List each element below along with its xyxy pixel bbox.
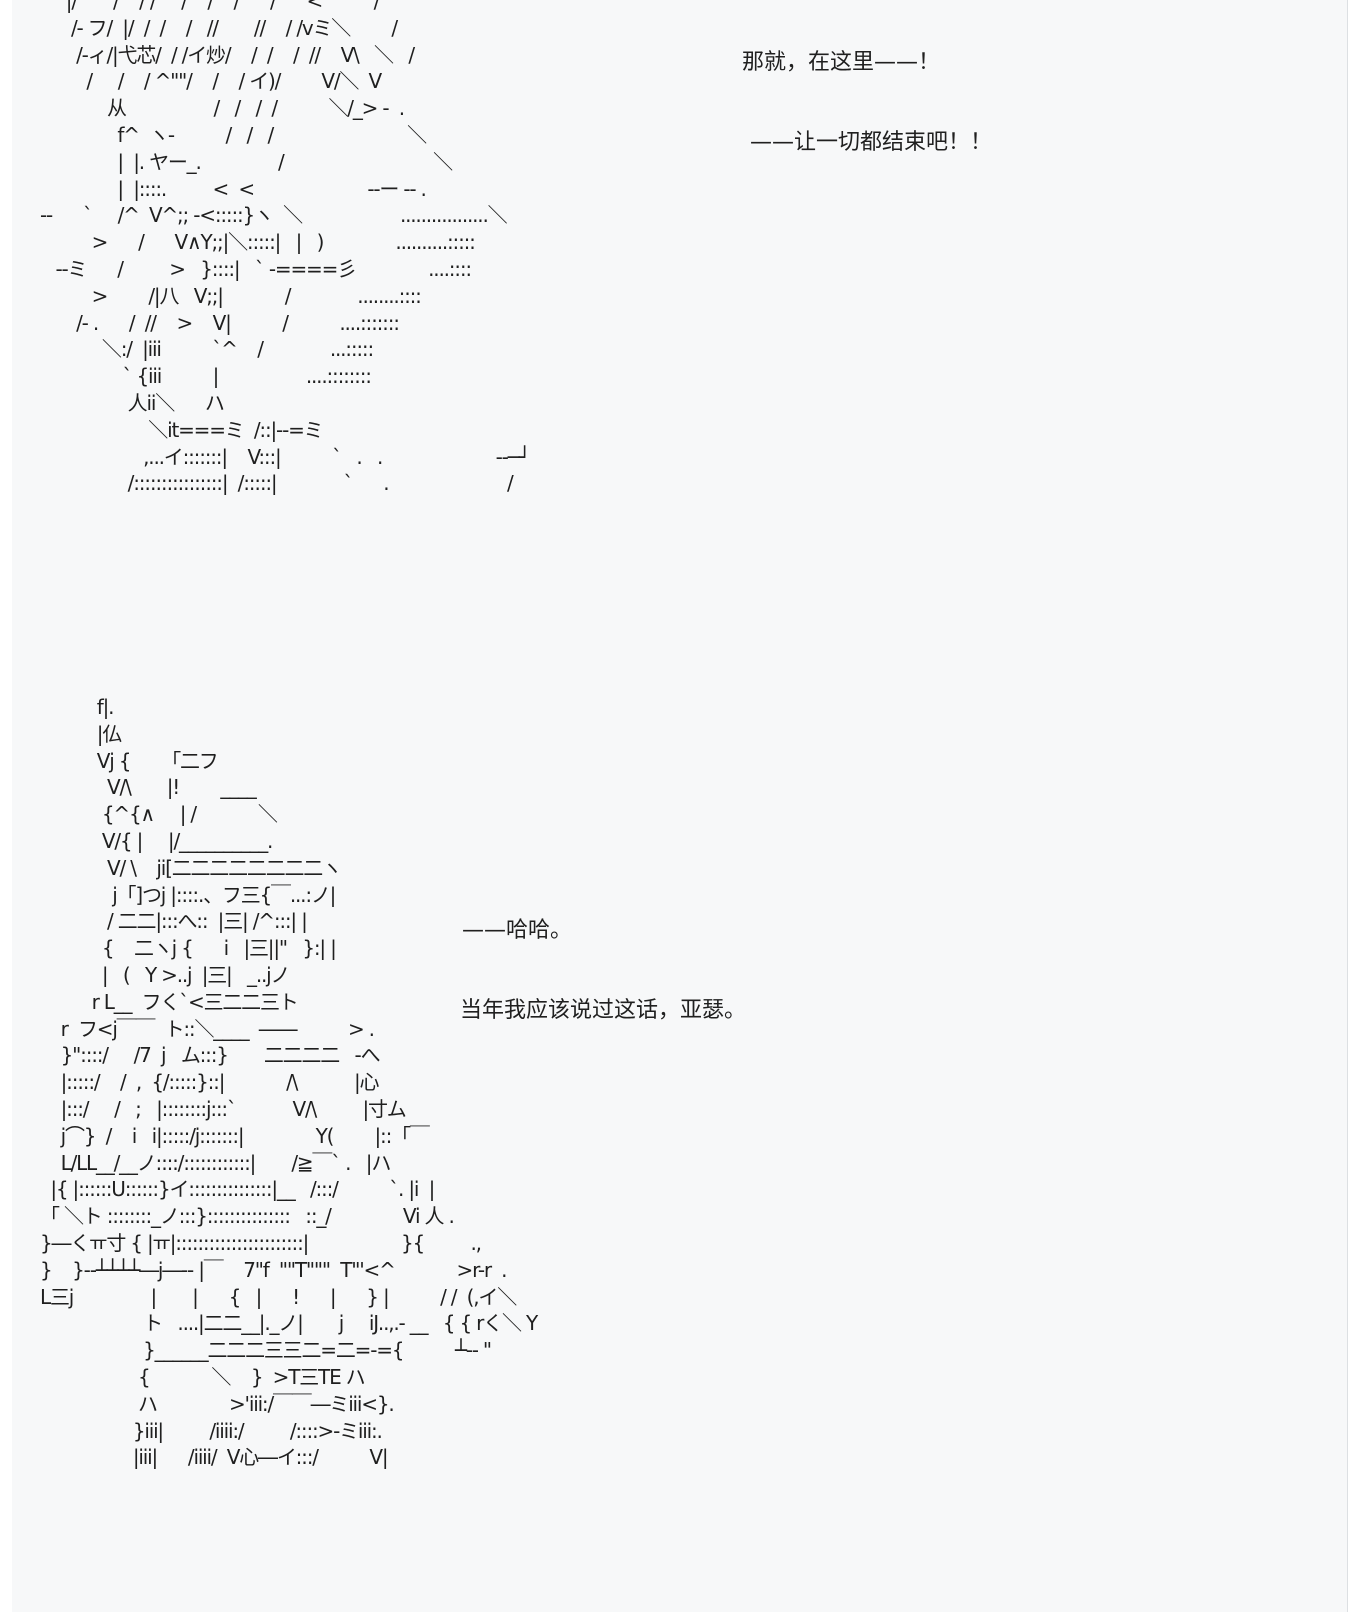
page-canvas: |/ / / / / / / / < / /‐ フ/ |/ / / / // /… (12, 0, 1348, 1612)
page-right-border (1347, 0, 1348, 1612)
ascii-art-line: ト ....|二二__|._ノ| j iJ..,.- __ { { rく＼ Y (40, 1311, 538, 1336)
ascii-art-line: f|. (40, 695, 115, 719)
ascii-art-line: > / V∧Y;;|＼:::::| | ) ..........::::: (40, 230, 476, 255)
ascii-art-line: 「 ＼ト ::::::::_ノ:::}::::::::::::::: ::_/ … (40, 1204, 455, 1229)
ascii-art-line: ,...イ:::::::| V:::| ` . . --─┘ (40, 444, 530, 469)
ascii-art-line: }―くㅠ寸 { |ㅠ|:::::::::::::::::::::::| }{ .… (40, 1230, 482, 1255)
ascii-art-line: |iii| /iiii/ V心―イ:::/ V| (40, 1445, 389, 1470)
ascii-art-scene-2: f|. |仏 Vj { 「二フ V/\ |! ____ {^{∧ | / ＼ V… (40, 694, 538, 1471)
ascii-art-line: V/\ |! ____ (40, 775, 257, 800)
ascii-art-line: ＼it===ミ /::|--=ミ (40, 417, 323, 442)
ascii-art-line: ハ >'iii:/￣￣―ミiii<}. (40, 1391, 395, 1416)
dialogue-line-4: 当年我应该说过这话，亚瑟。 (460, 998, 747, 1023)
ascii-art-line: / 二二|:::へ:: |三| /^:::| | (40, 909, 308, 934)
dialogue-line-2: ——让一切都结束吧！！ (750, 130, 993, 155)
ascii-art-line: / / / ^""/ / / イ)/ V/＼ V (40, 69, 382, 94)
ascii-art-line: | ( Y >..j |三| _..jノ (40, 962, 291, 987)
ascii-art-line: }"::::/ /7 j ム:::} 二二二二 -へ (40, 1043, 381, 1068)
ascii-art-line: /‐ィ/|弋芯/ / /イ炒/ / / / // V\ ＼ / (40, 42, 415, 67)
dialogue-line-1: 那就，在这里——！ (742, 50, 941, 75)
ascii-art-line: { ＼ } >T三TE ハ (40, 1364, 366, 1389)
ascii-art-line: L/LL__/__ノ::::/::::::::::::| /≧￣` . |ハ (40, 1150, 392, 1175)
ascii-art-line: V/ \ ji[二二二二二二二二ヽ (40, 855, 342, 880)
ascii-art-line: | |::::. < < --ー -- . (40, 176, 427, 201)
ascii-art-line: }iii| /iiii:/ /::::>-ミiii:. (40, 1418, 383, 1443)
ascii-art-scene-1: |/ / / / / / / / < / /‐ フ/ |/ / / / // /… (40, 0, 531, 497)
ascii-art-line: r L__ フく`<三二二三ト (40, 989, 299, 1014)
ascii-art-line: { 二ヽj { i |三||" }:| | (40, 936, 337, 961)
ascii-art-line: |仏 (40, 721, 123, 746)
ascii-art-line: {^{∧ | / ＼ (40, 802, 278, 827)
ascii-art-line: | |. ヤー_. / ＼ (40, 149, 453, 174)
ascii-art-line: /‐ . / // > V| / ....::::::: (40, 310, 400, 335)
ascii-art-line: ` {iii | ....:::::::: (40, 364, 372, 389)
ascii-art-line: }______二二二三三二=二=-={ ┴-- " (40, 1338, 492, 1363)
ascii-art-line: |:::::/ / , {/:::::}::| /\ |心 (40, 1070, 380, 1095)
ascii-art-line: /::::::::::::::::| /:::::| ` . / (40, 471, 514, 496)
ascii-art-line: --ミ / > }::::| ` -====彡 ....:::: (40, 256, 472, 281)
ascii-art-line: } }--┴┴┴┴―j―-- |￣ 7"f ""T""" T"'<^ >r-r … (40, 1257, 508, 1282)
ascii-art-line: Vj { 「二フ (40, 748, 219, 773)
dialogue-line-3: ——哈哈。 (462, 918, 573, 943)
ascii-art-line: |:::/ / ; |::::::::j:::` V/\ |寸ム (40, 1096, 407, 1121)
ascii-art-line: > /|八 V;;| / ........:::: (40, 283, 422, 308)
ascii-art-line: |/ / / / / / / / < / (40, 0, 381, 13)
ascii-art-line: j「]つj |::::.、フ三{￣...:ノ| (40, 882, 336, 907)
ascii-art-line: 人ii＼ ハ (40, 390, 225, 415)
ascii-art-line: |{ |::::::U::::::}イ:::::::::::::::|__ /:… (40, 1177, 435, 1202)
ascii-art-line: j⌒} / i i|:::::/j:::::::| Y( |::「￣ (40, 1123, 430, 1148)
ascii-art-line: 从 / / / / ＼/_> - . (40, 96, 405, 121)
ascii-art-line: /‐ フ/ |/ / / / // // / /vミ＼ / (40, 15, 398, 40)
ascii-art-line: ＼:/ |iii `^ / ...::::: (40, 337, 374, 362)
ascii-art-line: L三j | | { | ! | } | / / (,イ＼ (40, 1284, 517, 1309)
ascii-art-line: V/{ | |/__________. (40, 828, 273, 853)
ascii-art-line: r フ<j￣￣ ト::＼____ ―― > . (40, 1016, 375, 1041)
ascii-art-line: f^ ヽ- / / / ＼ (40, 122, 427, 147)
ascii-art-line: -- ` /^ V^;; -<:::::}ヽ ＼ ...............… (40, 203, 508, 228)
